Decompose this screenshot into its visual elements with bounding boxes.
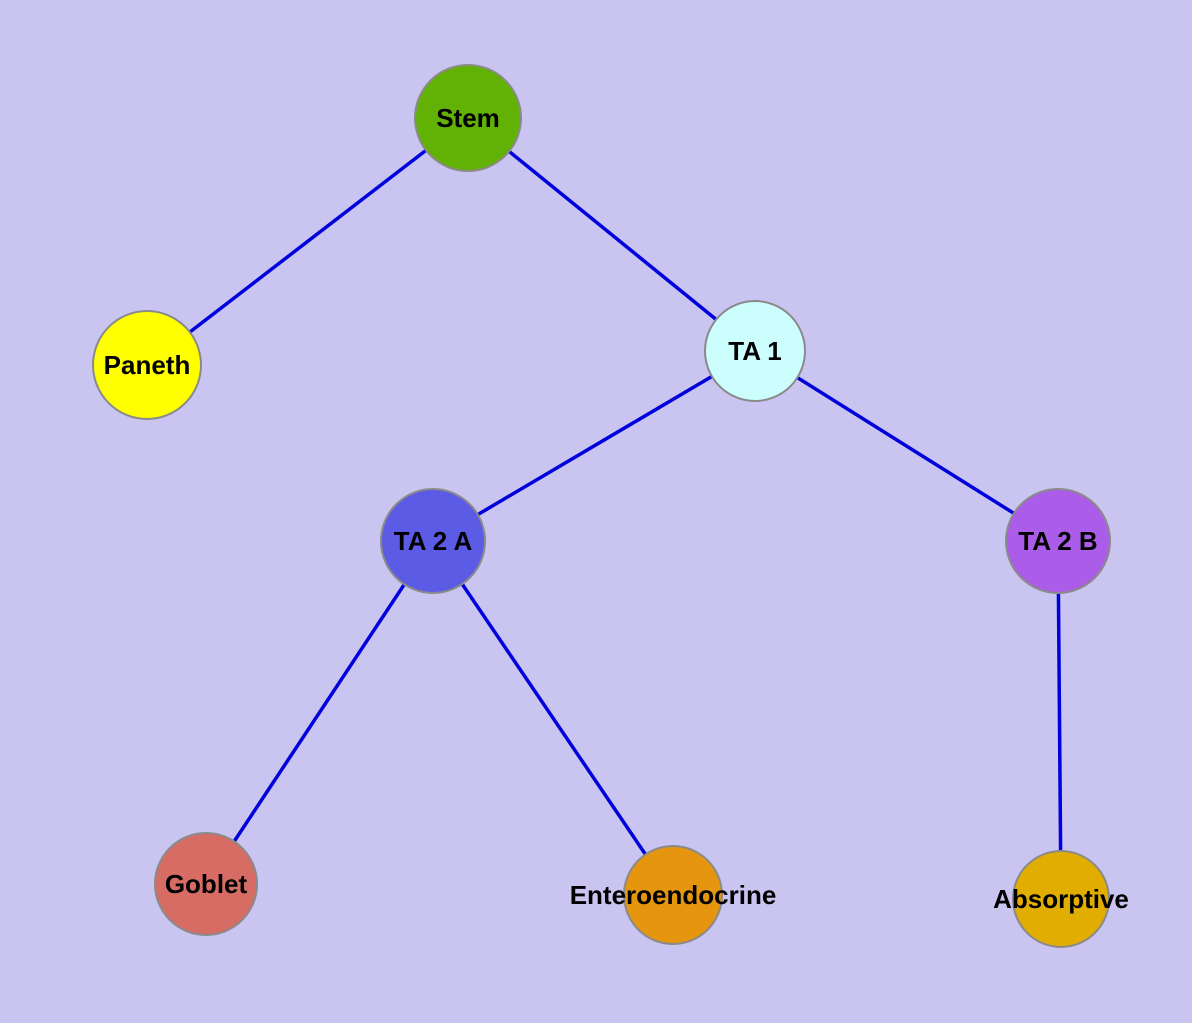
edge-ta-2-b-absorptive: [1056, 540, 1063, 900]
node-ta-1[interactable]: TA 1: [704, 300, 806, 402]
node-absorptive[interactable]: Absorptive: [993, 850, 1129, 948]
node-stem[interactable]: Stem: [414, 64, 522, 172]
node-label: TA 2 A: [393, 525, 473, 556]
node-paneth[interactable]: Paneth: [92, 310, 202, 420]
edge-stem-paneth: [145, 116, 470, 367]
edge-ta-1-ta-2-b: [754, 349, 1059, 543]
edge-ta-2-a-goblet: [204, 540, 435, 885]
edge-ta-2-a-enteroendocrine: [431, 540, 675, 896]
node-label: TA 1: [728, 335, 782, 366]
edge-ta-1-ta-2-a: [432, 349, 756, 543]
node-label: Goblet: [164, 868, 248, 899]
node-label: TA 2 B: [1018, 525, 1098, 556]
node-goblet[interactable]: Goblet: [154, 832, 258, 936]
node-ta-2-a[interactable]: TA 2 A: [380, 488, 486, 594]
node-label: Absorptive: [993, 883, 1129, 914]
node-ta-2-b[interactable]: TA 2 B: [1005, 488, 1111, 594]
node-enteroendocrine[interactable]: Enteroendocrine: [570, 845, 776, 945]
node-label: Paneth: [103, 349, 191, 380]
edge-stem-ta-1: [466, 116, 757, 353]
node-label: Stem: [436, 102, 500, 133]
